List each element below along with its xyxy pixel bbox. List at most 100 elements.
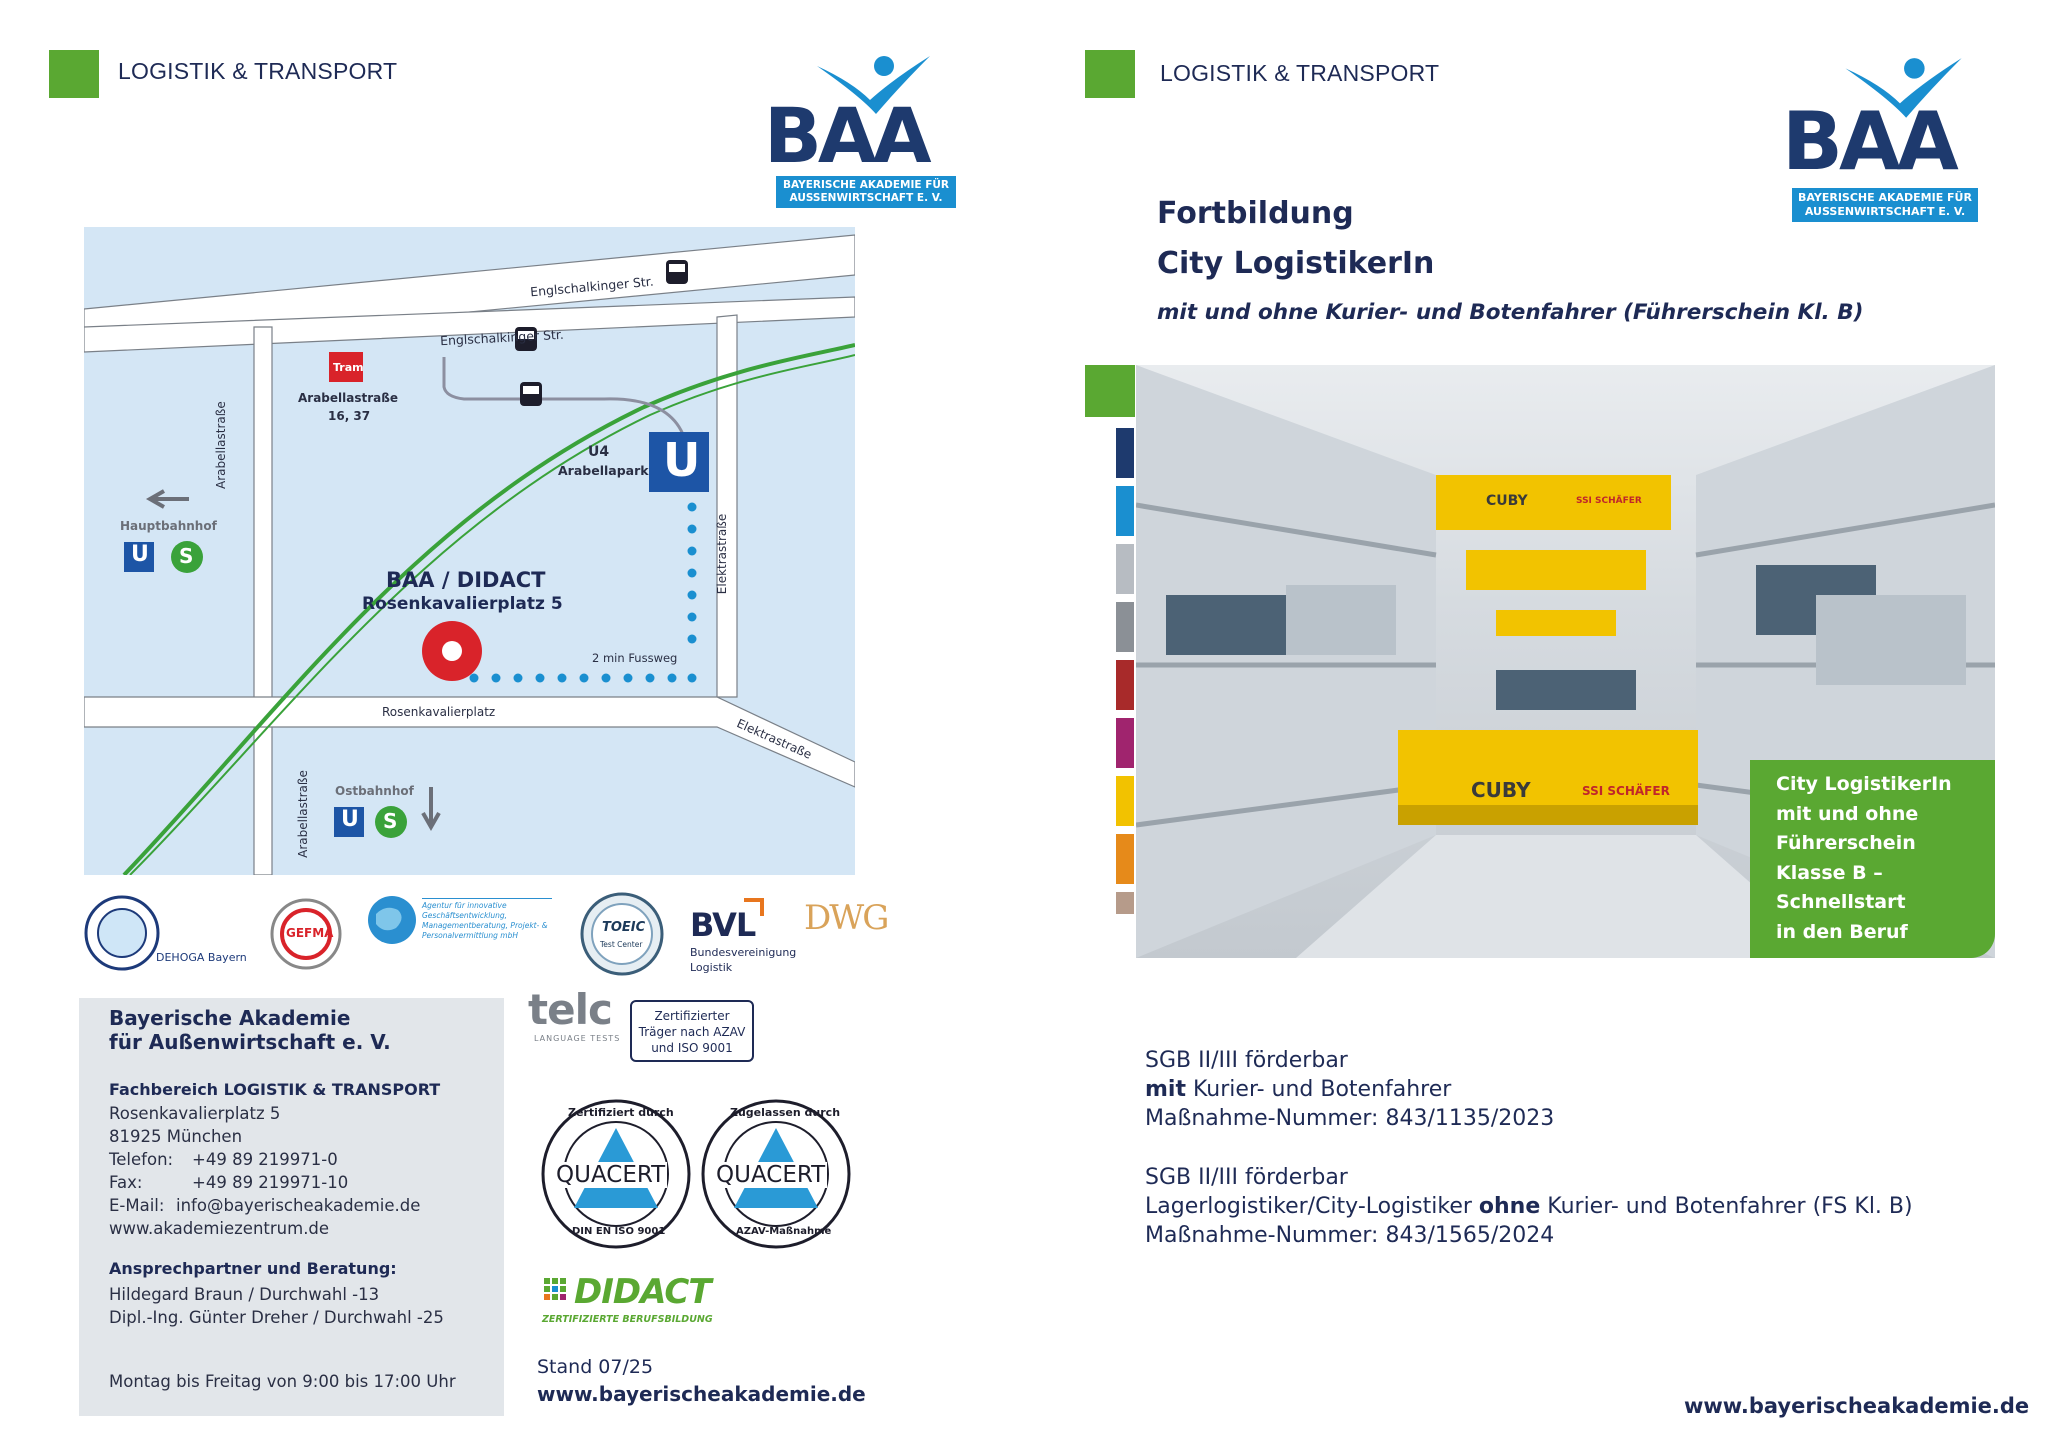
fax-label: Fax: (109, 1173, 143, 1192)
highlight-line: Führerschein (1776, 832, 1916, 854)
quacert-azav-seal: QUACERT Zugelassen durch AZAV-Maßnahme (700, 1098, 852, 1250)
ostbf-s-letter: S (383, 809, 398, 833)
didact-wordmark: DIDACT (574, 1272, 712, 1312)
quacert-ring-top-2: Zugelassen durch (730, 1106, 841, 1119)
address-street: Rosenkavalierplatz 5 (109, 1104, 281, 1123)
bvl-accent-icon (744, 898, 764, 916)
gefma-label: GEFMA (286, 926, 334, 940)
contact-title: Ansprechpartner und Beratung: (109, 1259, 397, 1278)
gefma-emblem-icon (270, 898, 342, 970)
highlight-line: City LogistikerIn (1776, 773, 1952, 795)
phone-number[interactable]: +49 89 219971-0 (192, 1150, 338, 1169)
funding-2-line2: Lagerlogistiker/City-Logistiker ohne Kur… (1145, 1194, 1913, 1219)
telc-sublabel: LANGUAGE TESTS (534, 1034, 621, 1043)
u4-sign-letter: U (663, 433, 701, 487)
didact-sublabel: ZERTIFIZIERTE BERUFSBILDUNG (542, 1314, 713, 1325)
email-label: E-Mail: (109, 1196, 165, 1215)
quacert-label-2: QUACERT (714, 1162, 828, 1188)
contact-person-2: Dipl.-Ing. Günter Dreher / Durchwahl -25 (109, 1308, 444, 1327)
tram-lines-label: 16, 37 (328, 409, 371, 423)
header-category-right: LOGISTIK & TRANSPORT (1160, 60, 1440, 86)
bvl-logo: BVL Bundesvereinigung Logistik (690, 898, 800, 978)
dwg-logo: DWG (804, 898, 889, 938)
tram-stop-label: Arabellastraße (298, 391, 399, 405)
venue-name: BAA / DIDACT (386, 568, 546, 592)
color-stripe (1116, 544, 1134, 594)
u4-line-label: U4 (588, 444, 610, 460)
color-stripe (1116, 602, 1134, 652)
bvl-sublabel-2: Logistik (690, 961, 733, 974)
color-stripe (1116, 892, 1134, 914)
course-subtitle: mit und ohne Kurier- und Botenfahrer (Fü… (1157, 300, 1864, 325)
street-label-arabella-bottom: Arabellastraße (295, 770, 310, 858)
header-green-square (49, 50, 99, 98)
funding-block-1: SGB II/III förderbar mit Kurier- und Bot… (1145, 1046, 1554, 1133)
tram-badge-icon (329, 352, 363, 382)
hbf-s-letter: S (179, 544, 194, 568)
funding-2-line1: SGB II/III förderbar (1145, 1165, 1348, 1190)
toeic-sublabel: Test Center (600, 940, 643, 949)
email-link[interactable]: info@bayerischeakademie.de (176, 1196, 421, 1215)
color-stripe (1116, 718, 1134, 768)
street-label-elektra-vertical: Elektrastraße (715, 513, 730, 595)
dehoga-emblem-icon (84, 895, 160, 971)
u-bahn-sign-icon (649, 432, 709, 492)
jumping-figure-icon (1845, 58, 1962, 118)
venue-address: Rosenkavalierplatz 5 (362, 594, 563, 614)
phone-label: Telefon: (109, 1150, 174, 1169)
header-green-square-right (1085, 50, 1135, 98)
hauptbahnhof-label: Hauptbahnhof (120, 519, 217, 533)
highlight-line: in den Beruf (1776, 920, 1908, 943)
stand-date: Stand 07/25 (537, 1356, 654, 1378)
header-category: LOGISTIK & TRANSPORT (118, 58, 398, 84)
gefma-logo: GEFMA (266, 896, 346, 972)
color-stripe (1116, 776, 1134, 826)
hbf-u-letter: U (131, 542, 149, 567)
quacert-iso-seal: QUACERT Zertifiziert durch DIN EN ISO 90… (540, 1098, 692, 1250)
funding-block-2: SGB II/III förderbar Lagerlogistiker/Cit… (1145, 1163, 1913, 1250)
shuttle-brand-top: CUBY (1486, 493, 1528, 509)
website-url-right[interactable]: www.bayerischeakademie.de (1684, 1394, 2030, 1418)
dehoga-label: DEHOGA Bayern (156, 951, 247, 964)
shuttle-maker-bottom: SSI SCHÄFER (1582, 784, 1670, 798)
website-url-left[interactable]: www.bayerischeakademie.de (537, 1382, 866, 1406)
bvl-sublabel-1: Bundesvereinigung (690, 946, 797, 959)
location-map: Englschalkinger Str. Englschalkinger Str… (84, 227, 855, 875)
address-city: 81925 München (109, 1127, 243, 1146)
dehoga-logo: DEHOGA Bayern (82, 893, 247, 973)
bvl-wordmark: BVL (690, 906, 756, 944)
street-label-rosenkavalierplatz: Rosenkavalierplatz (382, 705, 496, 719)
color-stripe (1116, 660, 1134, 710)
telc-logo: telc (528, 985, 613, 1034)
color-stripe (1116, 486, 1134, 536)
toeic-label: TOEIC (602, 920, 646, 935)
ostbahnhof-label: Ostbahnhof (335, 784, 414, 798)
globe-icon (368, 896, 416, 944)
quacert-label-1: QUACERT (554, 1162, 668, 1188)
baa-wordmark-right: BAA (1782, 95, 1959, 188)
iom-description: Agentur für innovative Geschäftsentwickl… (422, 898, 552, 941)
course-title: City LogistikerIn (1157, 246, 1435, 281)
funding-2-line3: Maßnahme-Nummer: 843/1565/2024 (1145, 1223, 1555, 1248)
map-drawing (84, 234, 855, 875)
contact-person-1: Hildegard Braun / Durchwahl -13 (109, 1285, 380, 1304)
didact-logo: DIDACT ZERTIFIZIERTE BERUFSBILDUNG (540, 1272, 740, 1332)
shuttle-maker-top: SSI SCHÄFER (1576, 496, 1642, 506)
highlight-line: mit und ohne (1776, 802, 1919, 825)
color-stripe (1116, 834, 1134, 884)
tram-badge-label: Tram (333, 361, 364, 374)
color-stripe (1116, 428, 1134, 478)
street-label-arabella-top: Arabellastraße (214, 401, 228, 489)
baa-wordmark: BAA (764, 91, 932, 180)
funding-1-line1: SGB II/III förderbar (1145, 1048, 1348, 1073)
warehouse-photo: CUBY CUBY SSI SCHÄFER SSI SCHÄFER (1136, 365, 1995, 958)
website-link[interactable]: www.akademiezentrum.de (109, 1219, 330, 1238)
funding-1-line2: mit Kurier- und Botenfahrer (1145, 1077, 1452, 1102)
accent-green-square (1085, 365, 1135, 417)
